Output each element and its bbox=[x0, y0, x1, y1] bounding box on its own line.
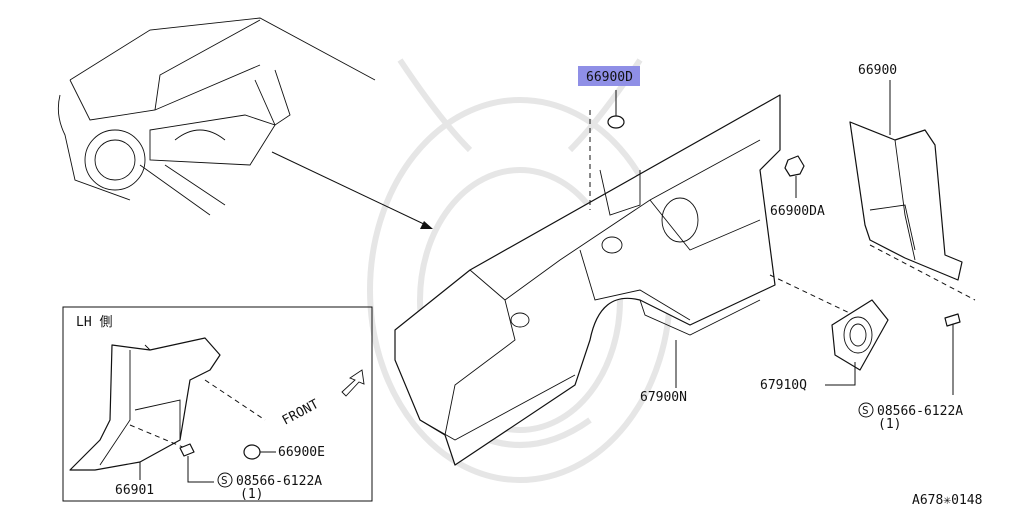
label-66900: 66900 bbox=[858, 63, 897, 78]
lh-inset: LH 側 66901 66900E S 08566-6122A (1) bbox=[62, 306, 373, 502]
screw-symbol-left-text: S bbox=[221, 474, 228, 487]
front-arrow-icon bbox=[341, 369, 365, 397]
grommet-67910q bbox=[825, 299, 889, 386]
label-screw-right-qty: (1) bbox=[878, 417, 901, 432]
location-arrow bbox=[271, 151, 433, 229]
label-66900e: 66900E bbox=[278, 445, 325, 460]
label-66900d: 66900D bbox=[586, 70, 633, 85]
vehicle-sketch bbox=[57, 17, 376, 216]
label-66900da: 66900DA bbox=[770, 204, 825, 219]
label-66901: 66901 bbox=[115, 483, 154, 498]
screw-symbol-right bbox=[858, 402, 874, 418]
cover-66900 bbox=[849, 80, 963, 281]
front-label: FRONT bbox=[280, 397, 322, 429]
label-67910q: 67910Q bbox=[760, 378, 807, 393]
screw-symbol-left bbox=[217, 472, 233, 488]
label-screw-left-qty: (1) bbox=[240, 487, 263, 502]
clip-66900da bbox=[784, 155, 805, 198]
screw-right bbox=[944, 313, 961, 395]
highlight-66900d bbox=[578, 66, 640, 86]
clip-66900d bbox=[589, 90, 625, 210]
label-screw-right: 08566-6122A bbox=[877, 404, 963, 419]
dash-panel-drawing bbox=[394, 94, 781, 466]
reference-code: A678✳0148 bbox=[912, 493, 982, 508]
label-screw-left: 08566-6122A bbox=[236, 474, 322, 489]
label-67900n: 67900N bbox=[640, 390, 687, 405]
inset-title: LH 側 bbox=[76, 315, 112, 330]
screw-symbol-right-text: S bbox=[862, 404, 869, 417]
